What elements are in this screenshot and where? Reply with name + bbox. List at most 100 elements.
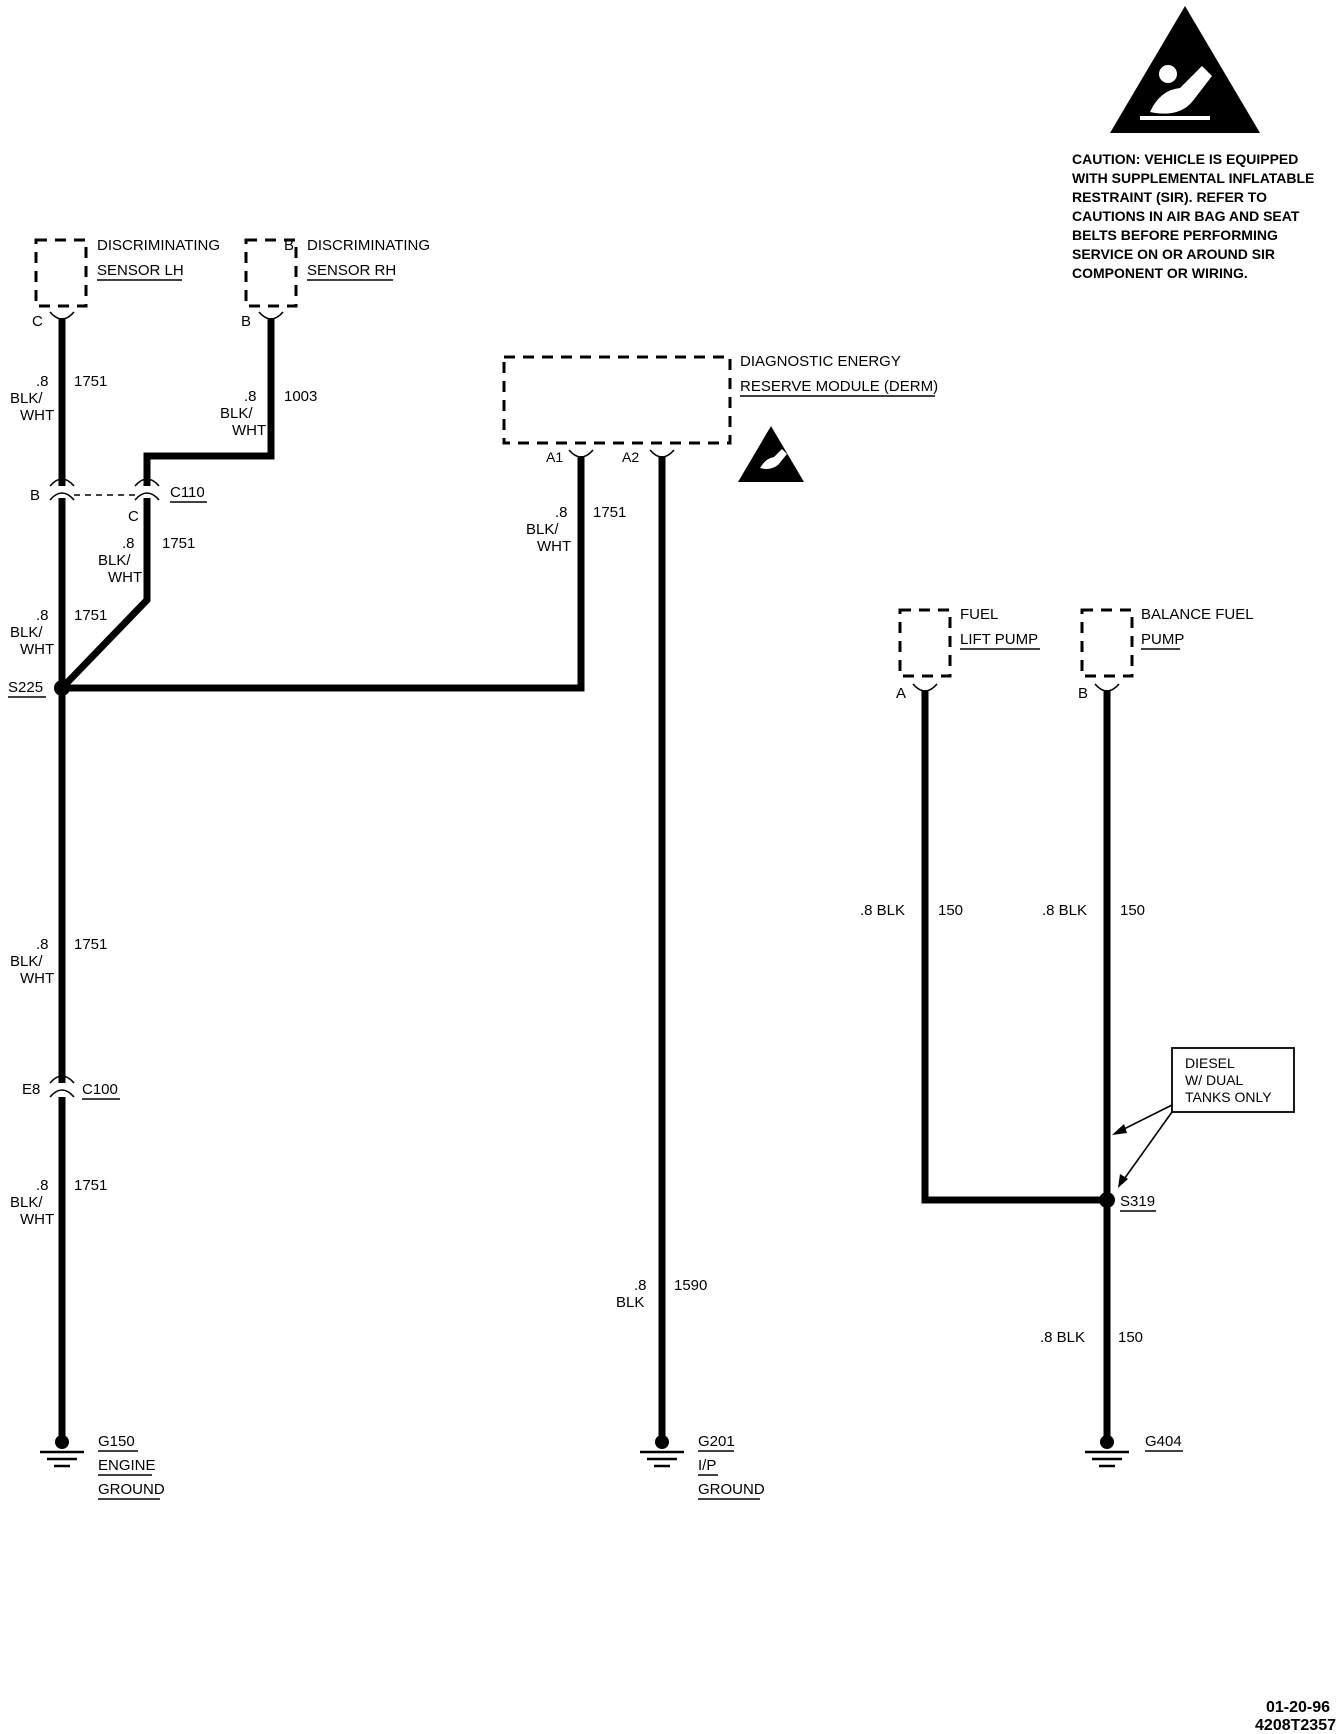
- svg-text:1751: 1751: [74, 1177, 107, 1194]
- svg-text:1751: 1751: [74, 607, 107, 624]
- balance-fuel-pump: BALANCE FUEL PUMP B: [1078, 606, 1254, 702]
- wire-label-balance: .8 BLK 150: [1042, 902, 1145, 919]
- fuel-lift-pump: FUEL LIFT PUMP A: [896, 606, 1040, 702]
- svg-text:C: C: [128, 508, 139, 525]
- wire-fuel-lift: [921, 690, 1107, 1204]
- svg-text:GROUND: GROUND: [98, 1481, 165, 1498]
- wire-label-lh-bottom: .8 BLK/ WHT 1751: [10, 1177, 107, 1228]
- svg-text:WHT: WHT: [537, 538, 571, 555]
- svg-text:LIFT PUMP: LIFT PUMP: [960, 631, 1038, 648]
- svg-text:GROUND: GROUND: [698, 1481, 765, 1498]
- discriminating-sensor-lh: DISCRIMINATING SENSOR LH C: [32, 237, 220, 330]
- svg-text:DIESEL: DIESEL: [1185, 1055, 1235, 1071]
- svg-text:BLK/: BLK/: [10, 953, 43, 970]
- wire-c110-rh: [59, 498, 151, 691]
- svg-text:1751: 1751: [593, 504, 626, 521]
- wire-label-rh-top: .8 BLK/ WHT 1003: [220, 388, 317, 439]
- svg-text:COMPONENT OR WIRING.: COMPONENT OR WIRING.: [1072, 265, 1248, 281]
- svg-text:WHT: WHT: [20, 1211, 54, 1228]
- svg-text:G150: G150: [98, 1433, 135, 1450]
- wire-rh-top: [143, 318, 275, 486]
- diesel-note: DIESEL W/ DUAL TANKS ONLY: [1112, 1047, 1295, 1188]
- footer-code: 01-20-96 4208T2357: [1255, 1699, 1336, 1734]
- svg-text:TANKS ONLY: TANKS ONLY: [1185, 1089, 1272, 1105]
- svg-text:DISCRIMINATING: DISCRIMINATING: [307, 237, 430, 254]
- svg-text:E8: E8: [22, 1081, 40, 1098]
- svg-text:.8: .8: [36, 1177, 49, 1194]
- svg-text:SERVICE ON OR AROUND SIR: SERVICE ON OR AROUND SIR: [1072, 246, 1275, 262]
- svg-text:BLK/: BLK/: [220, 405, 253, 422]
- svg-text:.8: .8: [634, 1277, 647, 1294]
- svg-text:4208T2357: 4208T2357: [1255, 1717, 1336, 1734]
- svg-text:A: A: [896, 685, 906, 702]
- svg-text:BLK: BLK: [616, 1294, 644, 1311]
- svg-text:CAUTIONS IN AIR BAG AND SEAT: CAUTIONS IN AIR BAG AND SEAT: [1072, 208, 1300, 224]
- svg-text:BLK/: BLK/: [10, 1194, 43, 1211]
- svg-text:S319: S319: [1120, 1193, 1155, 1210]
- svg-text:BALANCE FUEL: BALANCE FUEL: [1141, 606, 1254, 623]
- svg-text:ENGINE: ENGINE: [98, 1457, 156, 1474]
- wire-label-lh-top: .8 BLK/ WHT 1751: [10, 373, 107, 424]
- svg-text:150: 150: [938, 902, 963, 919]
- svg-text:BLK/: BLK/: [526, 521, 559, 538]
- svg-text:DIAGNOSTIC ENERGY: DIAGNOSTIC ENERGY: [740, 353, 901, 370]
- wire-label-lh-mid: .8 BLK/ WHT 1751: [10, 607, 107, 658]
- svg-text:B: B: [1078, 685, 1088, 702]
- svg-text:WHT: WHT: [232, 422, 266, 439]
- svg-text:1590: 1590: [674, 1277, 707, 1294]
- svg-text:150: 150: [1118, 1329, 1143, 1346]
- svg-text:W/ DUAL: W/ DUAL: [1185, 1072, 1244, 1088]
- connector-c110: B C C110: [30, 478, 207, 525]
- svg-text:.8: .8: [555, 504, 568, 521]
- svg-text:SENSOR LH: SENSOR LH: [97, 262, 184, 279]
- svg-text:.8: .8: [36, 936, 49, 953]
- caution-text: CAUTION: VEHICLE IS EQUIPPED WITH SUPPLE…: [1072, 151, 1314, 281]
- svg-text:DISCRIMINATING: DISCRIMINATING: [97, 237, 220, 254]
- connector-c100: E8 C100: [22, 1075, 120, 1100]
- svg-text:.8: .8: [36, 607, 49, 624]
- svg-text:150: 150: [1120, 902, 1145, 919]
- svg-text:.8 BLK: .8 BLK: [1040, 1329, 1085, 1346]
- svg-text:.8 BLK: .8 BLK: [860, 902, 905, 919]
- svg-text:CAUTION: VEHICLE IS EQUIPPED: CAUTION: VEHICLE IS EQUIPPED: [1072, 151, 1298, 167]
- derm-module: DIAGNOSTIC ENERGY RESERVE MODULE (DERM) …: [502, 353, 938, 465]
- svg-text:C100: C100: [82, 1081, 118, 1098]
- svg-text:1751: 1751: [74, 936, 107, 953]
- svg-text:WHT: WHT: [20, 970, 54, 987]
- sir-small-warning-icon: [738, 426, 804, 482]
- svg-text:G404: G404: [1145, 1433, 1182, 1450]
- wire-label-s319-down: .8 BLK 150: [1040, 1329, 1143, 1346]
- wire-label-derm-a1: .8 BLK/ WHT 1751: [526, 504, 626, 555]
- svg-text:C: C: [32, 313, 43, 330]
- discriminating-sensor-rh: B DISCRIMINATING SENSOR RH B: [241, 237, 430, 330]
- svg-text:WHT: WHT: [20, 407, 54, 424]
- svg-text:A1: A1: [546, 449, 563, 465]
- wire-label-c110-rh: .8 BLK/ WHT 1751: [98, 535, 195, 586]
- splice-s225: S225: [8, 679, 70, 698]
- svg-text:B: B: [284, 237, 294, 254]
- svg-text:PUMP: PUMP: [1141, 631, 1184, 648]
- svg-text:1003: 1003: [284, 388, 317, 405]
- svg-text:1751: 1751: [162, 535, 195, 552]
- svg-text:01-20-96: 01-20-96: [1266, 1699, 1330, 1716]
- svg-text:A2: A2: [622, 449, 639, 465]
- svg-text:.8: .8: [122, 535, 135, 552]
- svg-text:BELTS BEFORE PERFORMING: BELTS BEFORE PERFORMING: [1072, 227, 1278, 243]
- svg-text:BLK/: BLK/: [10, 624, 43, 641]
- sir-warning-triangle-icon: [1110, 6, 1260, 133]
- ground-g150: G150 ENGINE GROUND: [40, 1433, 165, 1500]
- svg-text:B: B: [30, 487, 40, 504]
- svg-text:S225: S225: [8, 679, 43, 696]
- svg-text:.8: .8: [36, 373, 49, 390]
- svg-text:WHT: WHT: [108, 569, 142, 586]
- svg-text:BLK/: BLK/: [98, 552, 131, 569]
- ground-g404: G404: [1085, 1433, 1183, 1468]
- svg-text:RESERVE MODULE (DERM): RESERVE MODULE (DERM): [740, 378, 938, 395]
- svg-text:.8 BLK: .8 BLK: [1042, 902, 1087, 919]
- svg-text:1751: 1751: [74, 373, 107, 390]
- svg-text:G201: G201: [698, 1433, 735, 1450]
- svg-text:.8: .8: [244, 388, 257, 405]
- svg-text:SENSOR RH: SENSOR RH: [307, 262, 396, 279]
- svg-text:WITH SUPPLEMENTAL INFLATABLE: WITH SUPPLEMENTAL INFLATABLE: [1072, 170, 1314, 186]
